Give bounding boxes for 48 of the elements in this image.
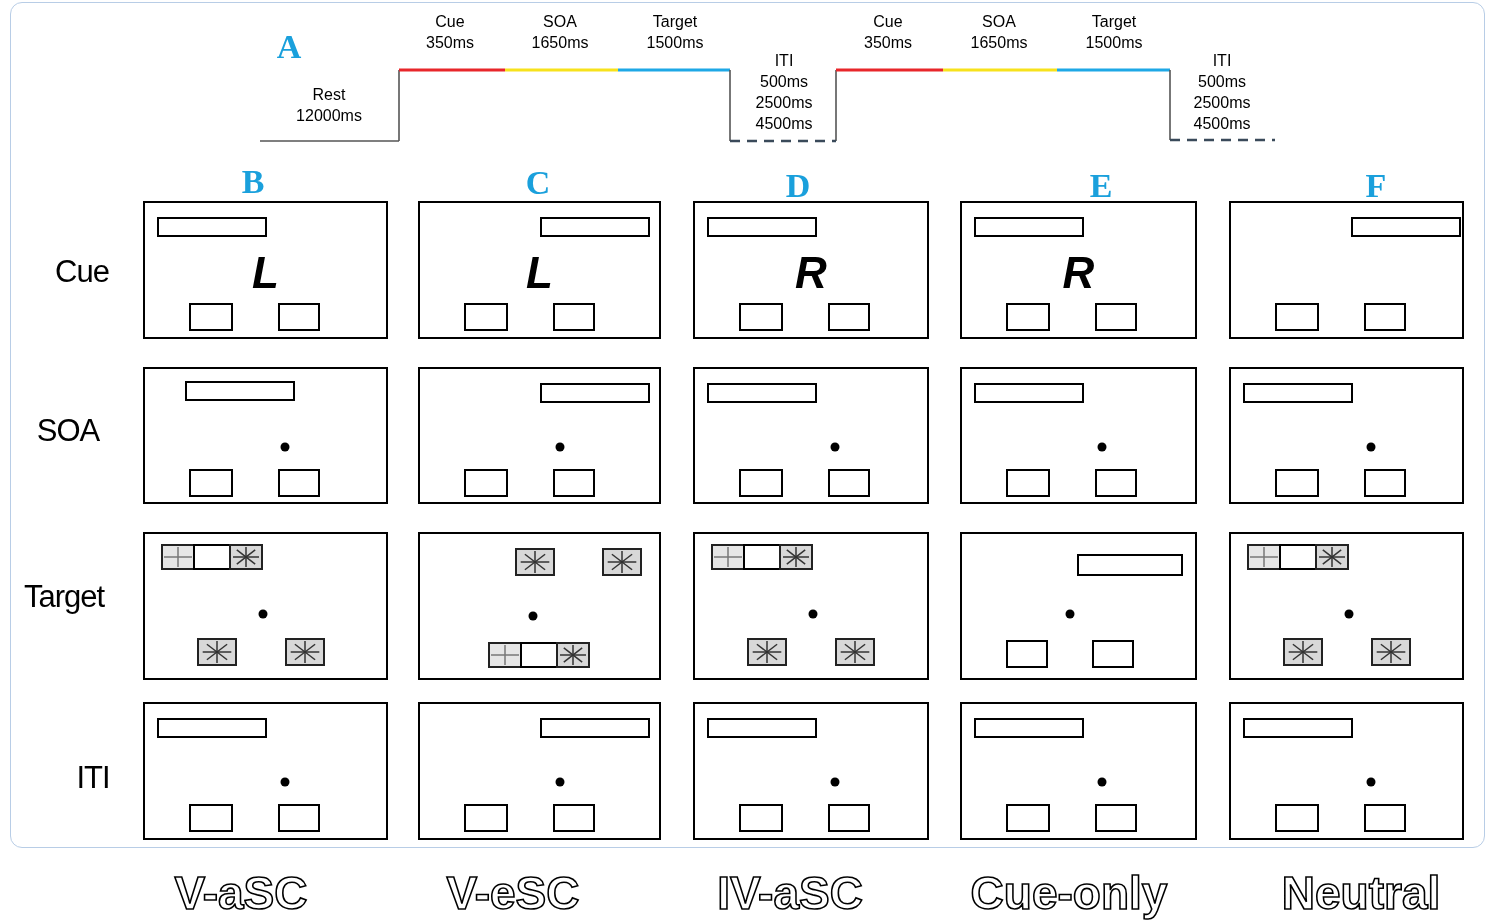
panel-label: C <box>525 164 551 202</box>
timing-label: Rest 12000ms <box>296 85 362 126</box>
panel-label: B <box>241 163 265 201</box>
timing-label: SOA 1650ms <box>970 12 1028 53</box>
display-panel <box>143 367 388 504</box>
row-label: Cue <box>55 254 109 290</box>
display-panel <box>1229 532 1464 680</box>
condition-label: V-aSC <box>174 866 308 920</box>
display-panel <box>418 532 661 680</box>
display-panel <box>418 702 661 840</box>
cue-letter: R <box>1062 250 1095 295</box>
display-panel <box>693 702 929 840</box>
display-panel <box>693 201 929 339</box>
timing-label: SOA 1650ms <box>531 12 589 53</box>
timing-label: ITI 500ms 2500ms 4500ms <box>755 51 813 134</box>
condition-label: Neutral <box>1281 866 1441 920</box>
display-panel <box>418 367 661 504</box>
timing-label: ITI 500ms 2500ms 4500ms <box>1193 51 1251 134</box>
condition-label: Cue-only <box>970 866 1168 920</box>
display-panel <box>960 201 1197 339</box>
display-panel <box>418 201 661 339</box>
timing-label: Cue 350ms <box>426 12 474 53</box>
panel-label: F <box>1365 167 1387 205</box>
cue-letter: R <box>795 250 827 295</box>
timing-label: Cue 350ms <box>864 12 912 53</box>
cue-letter: L <box>252 250 279 295</box>
display-panel <box>960 532 1197 680</box>
row-label: Target <box>23 579 105 615</box>
display-panel <box>960 702 1197 840</box>
display-panel <box>143 532 388 680</box>
display-panel <box>960 367 1197 504</box>
cue-letter: L <box>526 250 553 295</box>
row-label: SOA <box>36 413 100 449</box>
panel-label: D <box>785 167 811 205</box>
timing-label: Target 1500ms <box>646 12 704 53</box>
condition-label: IV-aSC <box>717 866 863 920</box>
display-panel <box>143 201 388 339</box>
panel-label: E <box>1089 167 1113 205</box>
display-panel <box>1229 201 1464 339</box>
condition-label: V-eSC <box>446 866 580 920</box>
display-panel <box>693 367 929 504</box>
display-panel <box>1229 702 1464 840</box>
display-panel <box>1229 367 1464 504</box>
timing-label: Target 1500ms <box>1085 12 1143 53</box>
row-label: ITI <box>76 760 110 796</box>
display-panel <box>693 532 929 680</box>
display-panel <box>143 702 388 840</box>
panel-label: A <box>276 28 302 66</box>
